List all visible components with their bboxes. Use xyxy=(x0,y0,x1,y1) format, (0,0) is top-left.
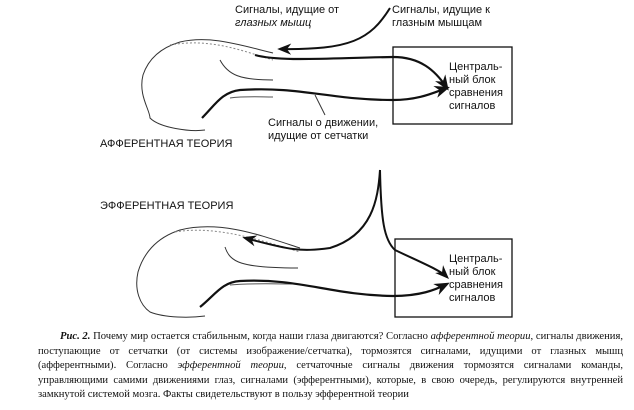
label-retina: идущие от сетчатки xyxy=(268,130,368,142)
arrow-from-retina xyxy=(199,279,450,308)
arrow-from-muscles xyxy=(254,53,449,91)
retina-pointer xyxy=(314,94,326,116)
box-line: сравнения xyxy=(449,279,503,291)
diagram: Централь- ный блок сравнения сигналов Си… xyxy=(100,4,513,318)
caption-text: , сигналы движения, поступающие от сетча… xyxy=(38,331,623,371)
label-to-muscles: глазным мышцам xyxy=(392,17,482,29)
box-line: ный блок xyxy=(449,74,496,86)
box-line: Централь- xyxy=(449,253,503,265)
arrow-from-retina xyxy=(201,86,450,119)
eye-outline xyxy=(141,39,274,131)
command-signal-line xyxy=(242,169,381,251)
box-line: сравнения xyxy=(449,87,503,99)
optic-nerve-lower xyxy=(229,283,299,286)
caption-text: Почему мир остается стабильным, когда на… xyxy=(90,331,431,342)
box-line: Централь- xyxy=(449,61,503,73)
efferent-title: ЭФФЕРЕНТНАЯ ТЕОРИЯ xyxy=(100,200,233,212)
label-to-muscles: Сигналы, идущие к xyxy=(392,4,490,16)
caption-text: , сетчаточные сигналы движения тормозятс… xyxy=(38,360,624,400)
figure-caption: Рис. 2. Почему мир остается стабильным, … xyxy=(38,330,623,403)
eye-outline xyxy=(136,226,301,318)
command-copy-arrow xyxy=(379,169,449,279)
optic-nerve-lower xyxy=(229,96,274,99)
eye-inner-upper xyxy=(169,42,274,61)
arrow-to-muscles xyxy=(277,7,391,55)
caption-afferent-term: афферентной теории xyxy=(430,331,531,342)
comparison-box xyxy=(394,238,513,318)
box-line: сигналов xyxy=(449,292,496,304)
label-from-muscles: глазных мышц xyxy=(235,17,311,29)
label-from-muscles: Сигналы, идущие от xyxy=(235,4,339,16)
caption-efferent-term: эфферентной теории xyxy=(177,360,284,371)
afferent-title: АФФЕРЕНТНАЯ ТЕОРИЯ xyxy=(100,138,233,150)
label-retina: Сигналы о движении, xyxy=(268,117,378,129)
optic-nerve-upper xyxy=(224,246,299,269)
comparison-box xyxy=(392,46,513,125)
box-line: сигналов xyxy=(449,100,496,112)
eye-inner-upper xyxy=(174,229,301,253)
optic-nerve-upper xyxy=(219,59,274,81)
efferent-diagram: ЭФФЕРЕНТНАЯ ТЕОРИЯ Централь- ный блок ср… xyxy=(100,169,513,318)
box-line: ный блок xyxy=(449,266,496,278)
afferent-diagram: Централь- ный блок сравнения сигналов Си… xyxy=(100,4,513,150)
figure-number: Рис. 2. xyxy=(60,331,91,342)
